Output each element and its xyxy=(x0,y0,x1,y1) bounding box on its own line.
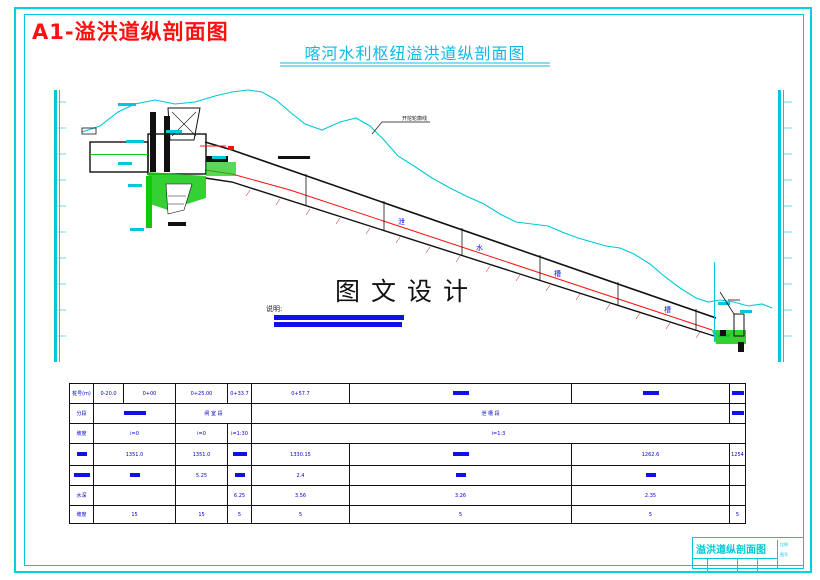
table-row: 水深 6.25 3.56 3.26 2.35 xyxy=(69,485,746,506)
channel-bottom-line xyxy=(204,177,715,337)
table-cell: 0+57.7 xyxy=(251,383,350,404)
sheet-title: A1-溢洪道纵剖面图 xyxy=(32,20,229,44)
table-cell xyxy=(571,465,730,486)
table-cell: i=0 xyxy=(93,423,176,444)
table-cell: 0+33.7 xyxy=(227,383,252,404)
left-elevation-ruler xyxy=(54,90,60,362)
table-cell xyxy=(349,383,572,404)
row-label xyxy=(69,465,94,486)
table-cell xyxy=(729,465,746,486)
table-cell xyxy=(93,465,176,486)
table-cell xyxy=(175,485,228,506)
table-cell: 6.25 xyxy=(227,485,252,506)
table-cell: 5 xyxy=(251,505,350,524)
table-cell: i=1:3 xyxy=(251,423,746,444)
table-cell: 5 xyxy=(227,505,252,524)
title-block: 溢洪道纵剖面图 比例 图号 xyxy=(692,537,804,571)
table-cell: 5 xyxy=(729,505,746,524)
table-cell: 5 xyxy=(571,505,730,524)
table-cell xyxy=(729,383,746,404)
table-cell: 1262.6 xyxy=(571,443,730,466)
outlet-structure xyxy=(712,262,746,352)
table-cell xyxy=(227,443,252,466)
table-cell: 2.4 xyxy=(251,465,350,486)
table-cell xyxy=(729,485,746,506)
table-row: 5.25 2.4 xyxy=(69,465,746,486)
table-row: 坡度 15 15 5 5 5 5 5 xyxy=(69,505,746,524)
table-cell: 1330.15 xyxy=(251,443,350,466)
row-label: 水深 xyxy=(69,485,94,506)
table-cell: 5 xyxy=(349,505,572,524)
table-cell: 2.35 xyxy=(571,485,730,506)
row-label: 桩号(m) xyxy=(69,383,94,404)
channel-label: 槽 xyxy=(664,305,671,314)
table-row: 1351.0 1351.0 1330.15 1262.6 1254 xyxy=(69,443,746,466)
table-row: 桩号(m) 0-20.0 0+00 0+25.00 0+33.7 0+57.7 xyxy=(69,383,746,404)
watermark-text: 图文设计 xyxy=(335,277,480,306)
gate-chamber xyxy=(81,107,310,228)
row-label: 坡度 xyxy=(69,423,94,444)
row-label: 坡度 xyxy=(69,505,94,524)
channel-label: 水 xyxy=(476,243,483,252)
table-cell: 泄 槽 段 xyxy=(251,403,730,424)
table-cell xyxy=(729,403,746,424)
table-cell: 3.56 xyxy=(251,485,350,506)
table-cell xyxy=(93,403,176,424)
row-label xyxy=(69,443,94,466)
table-cell: 3.26 xyxy=(349,485,572,506)
leader-line xyxy=(371,121,430,135)
table-cell xyxy=(227,465,252,486)
title-block-meta: 比例 图号 xyxy=(777,540,804,568)
note-line-bar xyxy=(274,322,402,327)
table-cell: 0+25.00 xyxy=(175,383,228,404)
table-cell: 1351.0 xyxy=(175,443,228,466)
table-cell: 5.25 xyxy=(175,465,228,486)
table-cell xyxy=(349,443,572,466)
table-cell: 15 xyxy=(175,505,228,524)
table-cell xyxy=(93,485,176,506)
title-block-meta-item: 比例 xyxy=(780,542,788,547)
title-block-meta-item: 图号 xyxy=(780,552,788,557)
table-cell: 1254 xyxy=(729,443,746,466)
table-cell xyxy=(571,383,730,404)
table-cell: 0+00 xyxy=(123,383,176,404)
section-dividers xyxy=(305,174,697,331)
note-label: 说明: xyxy=(266,305,283,313)
drawing-title-text: 喀河水利枢纽溢洪道纵剖面图 xyxy=(304,44,526,63)
table-cell xyxy=(349,465,572,486)
ruler-ticks xyxy=(57,101,792,337)
profile-table: 桩号(m) 0-20.0 0+00 0+25.00 0+33.7 0+57.7 … xyxy=(69,383,746,524)
title-block-name: 溢洪道纵剖面图 xyxy=(696,545,766,556)
row-label: 分段 xyxy=(69,403,94,424)
outer-frame xyxy=(14,7,812,573)
bedrock-hatching xyxy=(245,189,701,339)
drawing-title: 喀河水利枢纽溢洪道纵剖面图 xyxy=(270,40,560,67)
channel-label: 泄 xyxy=(398,217,405,226)
table-cell: 闸 室 段 xyxy=(175,403,252,424)
profile-drawing: 泄 水 槽 槽 开挖轮廓线 xyxy=(54,89,792,362)
table-cell: i=1:30 xyxy=(227,423,252,444)
channel-label: 槽 xyxy=(554,269,561,278)
table-cell: 1351.0 xyxy=(93,443,176,466)
title-underline xyxy=(280,62,550,67)
leader-label: 开挖轮廓线 xyxy=(402,115,427,122)
terrain-line xyxy=(81,89,773,309)
table-cell: 15 xyxy=(93,505,176,524)
table-row: 坡度 i=0 i=0 i=1:30 i=1:3 xyxy=(69,423,746,444)
table-row: 分段 闸 室 段 泄 槽 段 xyxy=(69,403,746,424)
right-elevation-ruler xyxy=(778,90,784,362)
table-cell: i=0 xyxy=(175,423,228,444)
note-line-bar xyxy=(274,315,404,320)
title-block-subgrid xyxy=(693,558,777,571)
table-cell: 0-20.0 xyxy=(93,383,124,404)
inner-frame xyxy=(24,14,804,566)
